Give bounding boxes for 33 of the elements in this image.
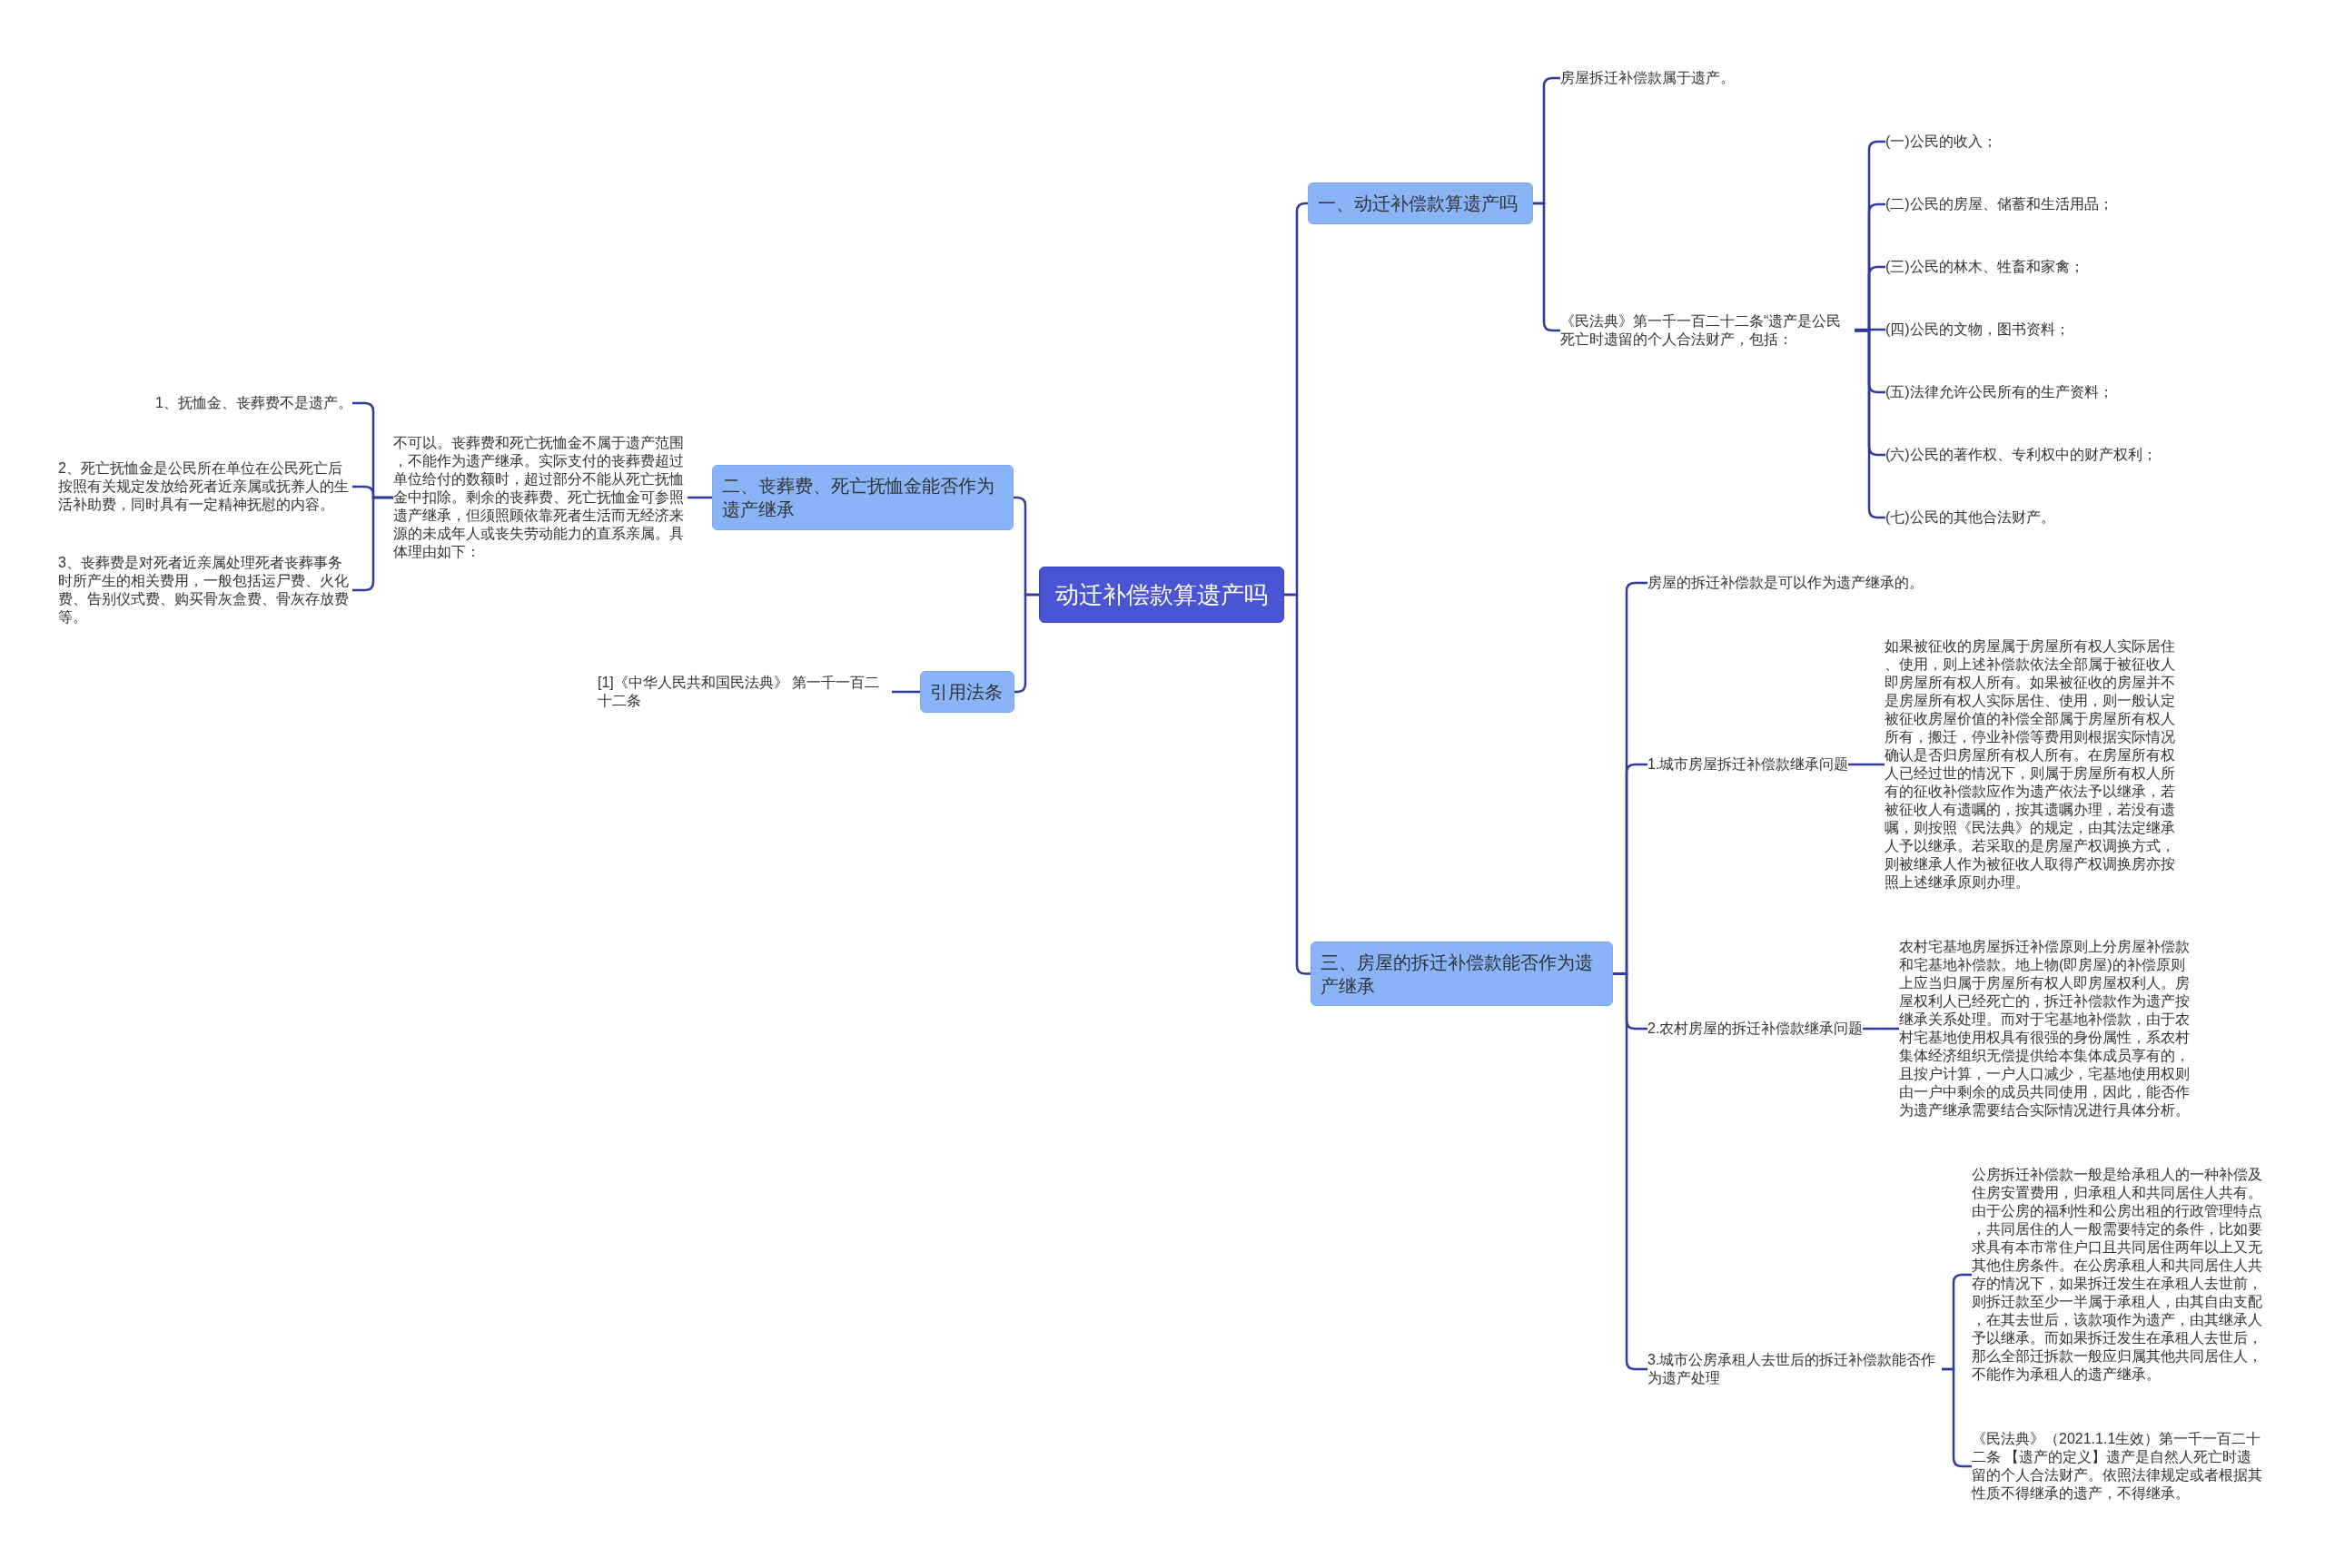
topic-text: (二)公民的房屋、储蓄和生活用品； [1885, 195, 2113, 213]
topic-text: (三)公民的林木、牲畜和家禽； [1885, 258, 2084, 276]
paragraph-text: 2、死亡抚恤金是公民所在单位在公民死亡后按照有关规定发放给死者近亲属或抚养人的生活补助费，同时具有一定精神抚慰的内容。 [58, 459, 352, 514]
topic-text: (五)法律允许公民所有的生产资料； [1885, 383, 2113, 401]
topic-box: 二、丧葬费、死亡抚恤金能否作为遗产继承 [712, 465, 1014, 530]
topic-text: 1.城市房屋拆迁补偿款继承问题 [1647, 755, 1849, 774]
connector-line [1848, 763, 1885, 766]
connector-line [1855, 328, 1885, 331]
topic-text: (六)公民的著作权、专利权中的财产权利； [1885, 446, 2157, 464]
paragraph-text: 不可以。丧葬费和死亡抚恤金不属于遗产范围，不能作为遗产继承。实际支付的丧葬费超过单位给付的数额时，超过部分不能从死亡抚恤金中扣除。剩余的丧葬费、死亡抚恤金可参照遗产继承，但须照顾依靠死者生活而无经济来源的未成年人或丧失劳动能力的直系亲属。具体理由如下： [393, 434, 688, 561]
topic-box: 引用法条 [920, 671, 1014, 713]
paragraph-text: 《民法典》（2021.1.1生效）第一千一百二十二条 【遗产的定义】遗产是自然人死亡时遗留的个人合法财产。依照法律规定或者根据其性质不得继承的遗产，不得继承。 [1972, 1430, 2266, 1503]
paragraph-text: 3、丧葬费是对死者近亲属处理死者丧葬事务时所产生的相关费用，一般包括运尸费、火化费、告别仪式费、购买骨灰盒费、骨灰存放费等。 [58, 554, 352, 626]
topic-text: (七)公民的其他合法财产。 [1885, 508, 2055, 527]
connector-line [688, 496, 712, 499]
paragraph-text: 《民法典》第一千一百二十二条“遗产是公民死亡时遗留的个人合法财产，包括： [1560, 312, 1855, 349]
connector-line [1613, 972, 1647, 1371]
topic-text: 1、抚恤金、丧葬费不是遗产。 [155, 394, 352, 412]
connector-line [1863, 1027, 1899, 1031]
paragraph-text: 农村宅基地房屋拆迁补偿原则上分房屋补偿款和宅基地补偿款。地上物(即房屋)的补偿原则上应当归属于房屋所有权人即房屋权利人。房屋权利人已经死亡的，拆迁补偿款作为遗产按继承关系处理。而对于宅基地补偿款，由于农村宅基地使用权具有很强的身份属性，系农村集体经济组织无偿提供给本集体成员享有的，且按户计算，一户人口减少，宅基地使用权则由一户中剩余的成员共同使用，因此，能否作为遗产继承需要结合实际情况进行具体分析。 [1899, 938, 2193, 1119]
topic-text: (一)公民的收入； [1885, 133, 1997, 151]
paragraph-text: 公房拆迁补偿款一般是给承租人的一种补偿及住房安置费用，归承租人和共同居住人共有。由于公房的福利性和公房出租的行政管理特点，共同居住的人一般需要特定的条件，比如要求具有本市常住户口且共同居住两年以上又无其他住房条件。在公房承租人和共同居住人共存的情况下，如果拆迁发生在承租人去世前，则拆迁款至少一半属于承租人，由其自由支配，在其去世后，该款项作为遗产，由其继承人予以继承。而如果拆迁发生在承租人去世后，那么全部迁拆款一般应归属其他共同居住人，不能作为承租人的遗产继承。 [1972, 1166, 2266, 1384]
connector-line [892, 690, 920, 694]
paragraph-text: 3.城市公房承租人去世后的拆迁补偿款能否作为遗产处理 [1647, 1351, 1942, 1387]
topic-text: 2.农村房屋的拆迁补偿款继承问题 [1647, 1020, 1864, 1038]
topic-text: 房屋拆迁补偿款属于遗产。 [1560, 69, 1735, 87]
central-topic-box: 动迁补偿款算遗产吗 [1039, 567, 1284, 623]
topic-text: (四)公民的文物，图书资料； [1885, 321, 2070, 339]
topic-text: 房屋的拆迁补偿款是可以作为遗产继承的。 [1647, 574, 1924, 592]
topic-box: 一、动迁补偿款算遗产吗 [1308, 182, 1533, 224]
paragraph-text: [1]《中华人民共和国民法典》 第一千一百二十二条 [598, 674, 892, 710]
paragraph-text: 如果被征收的房屋属于房屋所有权人实际居住、使用，则上述补偿款依法全部属于被征收人即房屋所有权人所有。如果被征收的房屋并不是房屋所有权人实际居住、使用，则一般认定被征收房屋价值的补偿全部属于房屋所有权人所有，搬迁，停业补偿等费用则根据实际情况确认是否归房屋所有权人所有。在房屋所有权人已经过世的情况下，则属于房屋所有权人所有的征收补偿款应作为遗产依法予以继承，若被征收人有遗嘱的，按其遗嘱办理，若没有遗嘱，则按照《民法典》的规定，由其法定继承人予以继承。若采取的是房屋产权调换方式，则被继承人作为被征收人取得产权调换房亦按照上述继承原则办理。 [1885, 637, 2179, 892]
topic-box: 三、房屋的拆迁补偿款能否作为遗产继承 [1311, 942, 1613, 1006]
